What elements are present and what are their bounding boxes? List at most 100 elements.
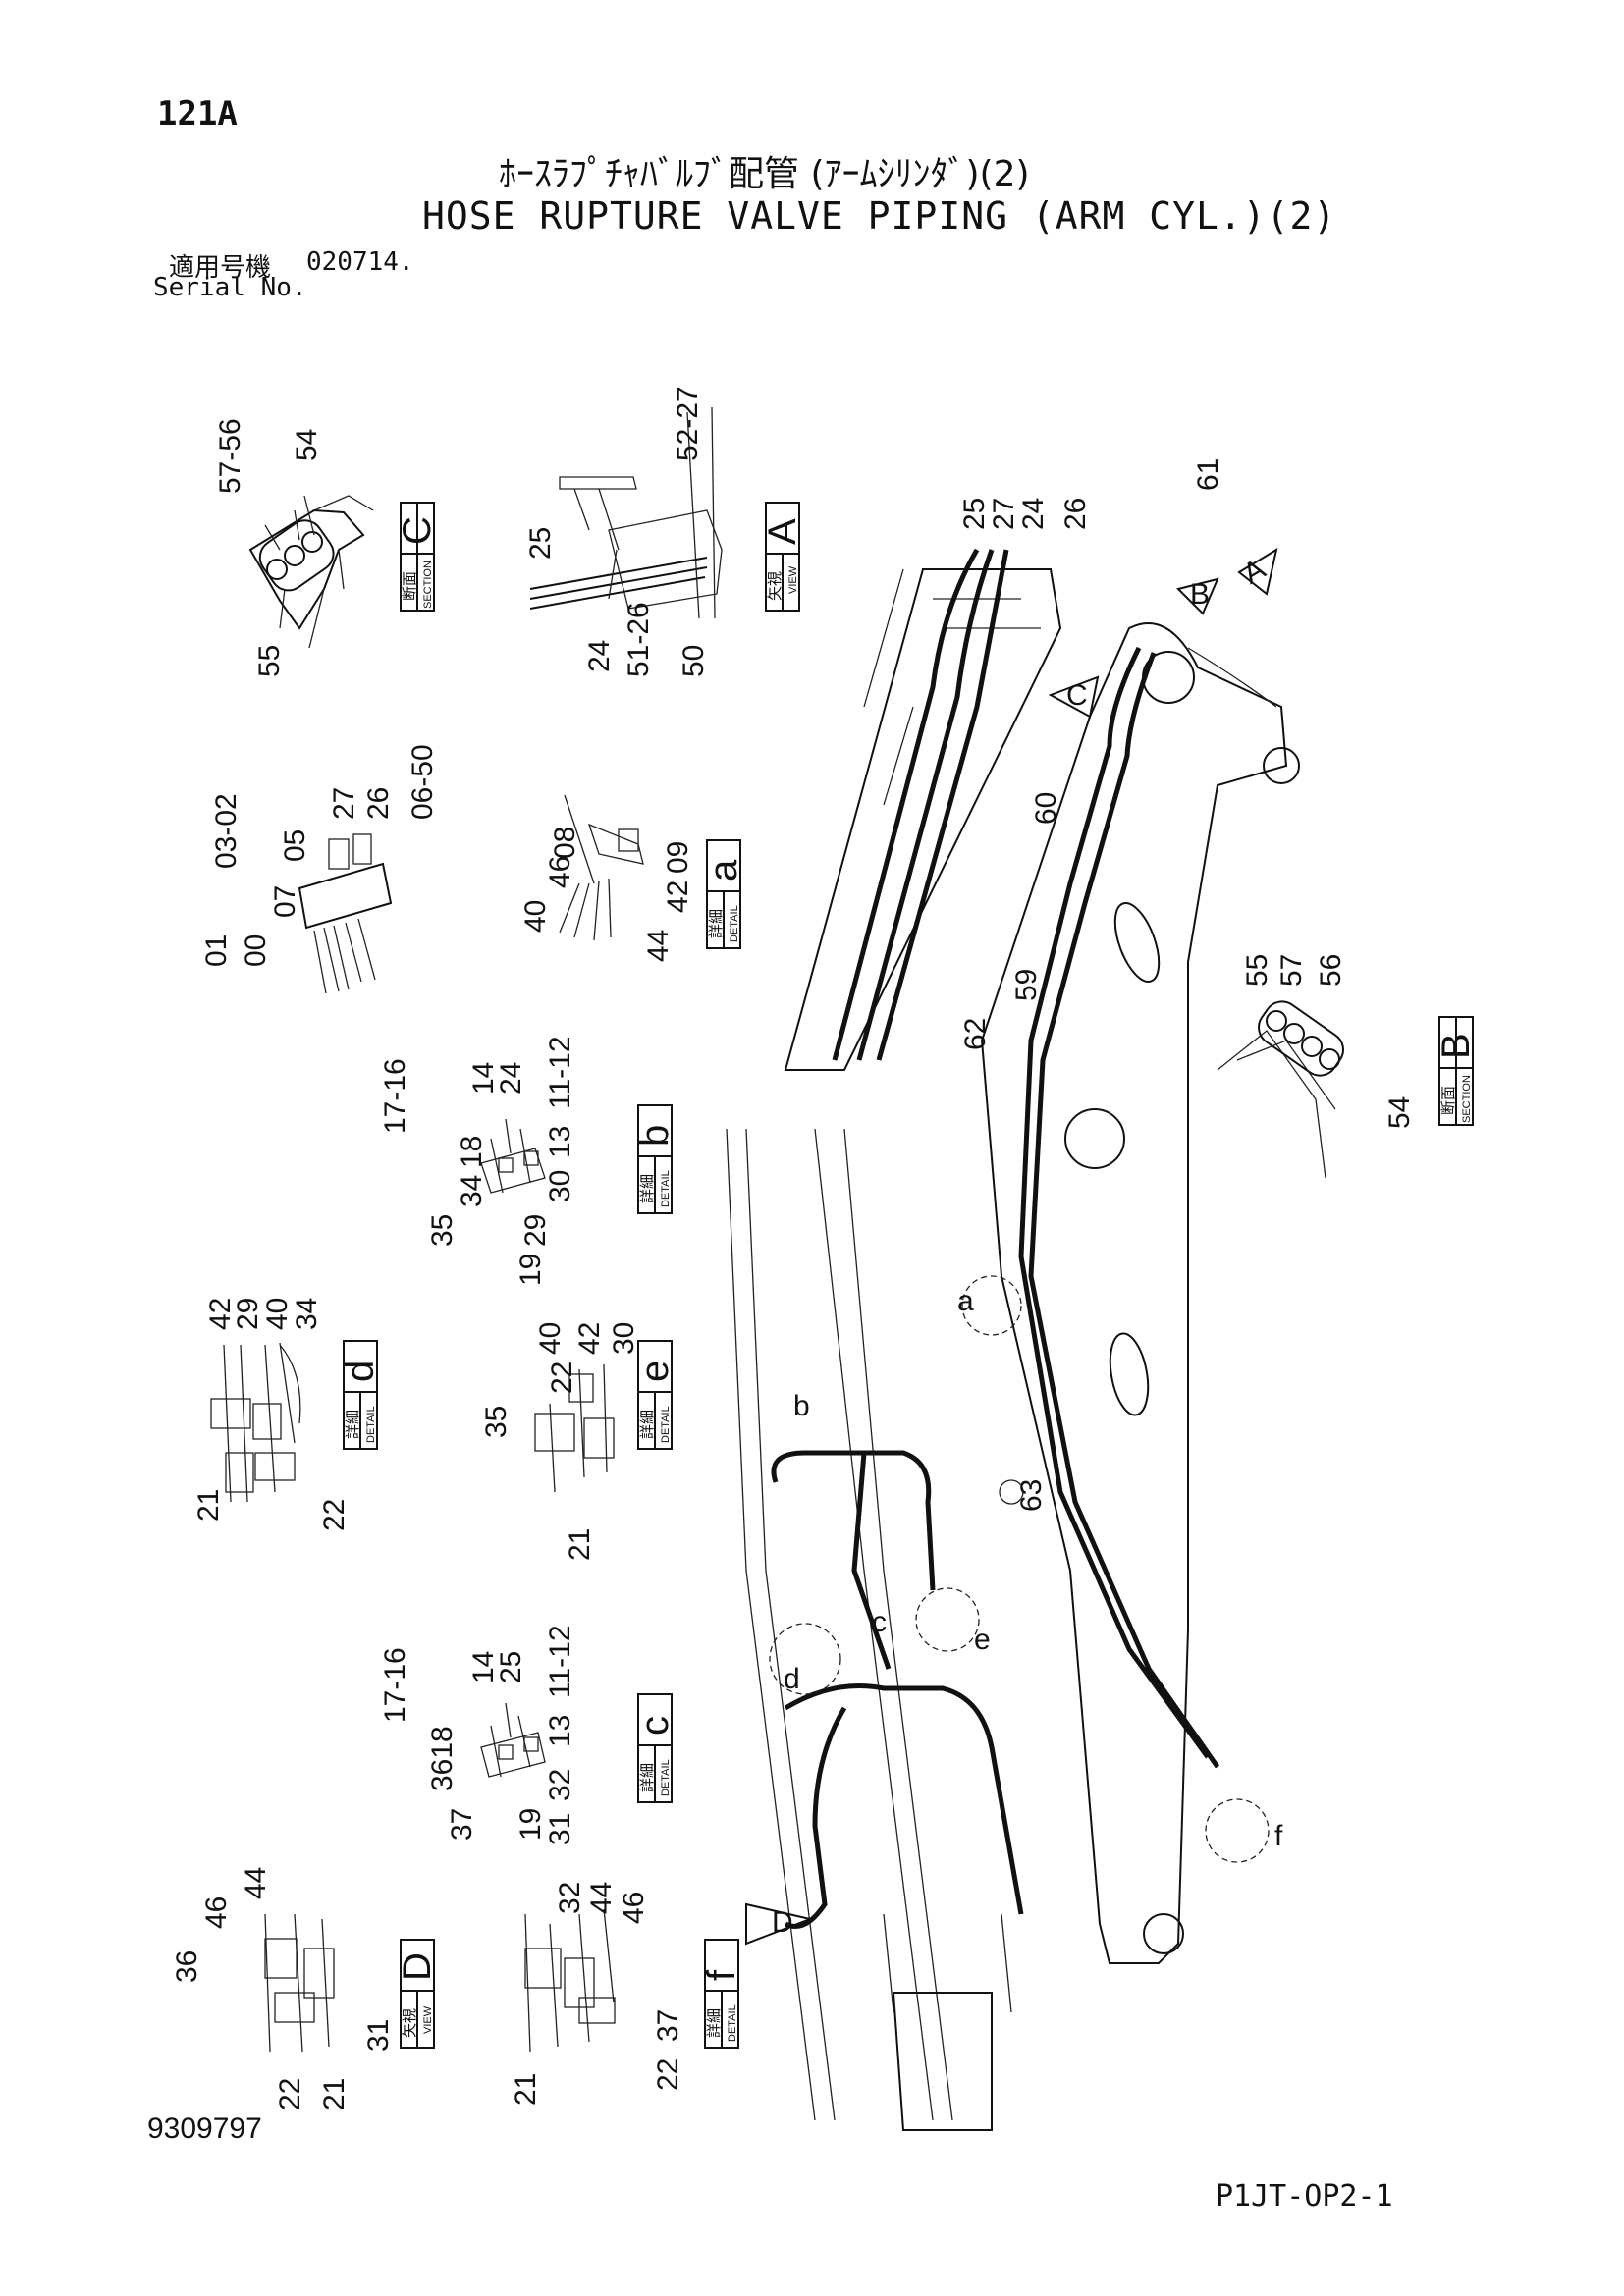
view-arrow-d: D xyxy=(745,1902,814,1946)
tag-detail-a: a 詳細 DETAIL xyxy=(702,839,745,949)
detail-label-c: c xyxy=(872,1606,887,1638)
part-number: 22 xyxy=(546,1362,578,1394)
view-d-drawing: 44 46 36 31 22 21 xyxy=(171,1867,395,2110)
tag-en: VIEW xyxy=(787,565,799,594)
part-number: 36 xyxy=(171,1950,203,1983)
part-number: 22 xyxy=(274,2078,306,2110)
part-number: 26 xyxy=(362,787,395,820)
detail-c-drawing: 17-16 14 25 11-12 3618 13 32 31 19 37 xyxy=(379,1625,576,1845)
part-number: 35 xyxy=(426,1214,459,1247)
view-arrow-c: C xyxy=(1048,675,1100,719)
tag-en: DETAIL xyxy=(660,1759,672,1796)
part-number: 37 xyxy=(652,2009,684,2042)
part-number: 44 xyxy=(585,1882,618,1914)
tag-en: SECTION xyxy=(422,561,434,609)
tag-en: DETAIL xyxy=(729,905,740,942)
part-number: 37 xyxy=(446,1808,478,1841)
tag-letter: e xyxy=(633,1361,677,1382)
part-number: 51-26 xyxy=(623,602,655,677)
detail-label-e: e xyxy=(974,1624,991,1656)
tag-jp: 詳細 xyxy=(638,1763,656,1792)
part-number: 14 xyxy=(467,1062,500,1095)
document-number: 9309797 xyxy=(147,2112,262,2145)
part-number: 57-56 xyxy=(214,418,246,494)
part-number: 3618 xyxy=(426,1726,459,1791)
tag-letter: d xyxy=(339,1361,382,1382)
part-number: 01 xyxy=(200,934,233,967)
tag-view-d: D 矢視 VIEW xyxy=(396,1939,439,2049)
part-number: 46 xyxy=(200,1896,233,1929)
part-number: 13 xyxy=(544,1715,576,1747)
tag-jp: 詳細 xyxy=(705,2008,723,2038)
title-japanese: ﾎｰｽﾗﾌﾟﾁｬﾊﾞﾙﾌﾞ配管 (ｱｰﾑｼﾘﾝﾀﾞ)(2) xyxy=(499,154,1030,194)
main-arm-body xyxy=(980,622,1300,1964)
section-c-drawing: 57-56 54 55 xyxy=(214,418,374,677)
detail-valve-drawing: 01 00 07 03-02 05 27 26 06-50 xyxy=(200,744,439,994)
part-number: 19 xyxy=(514,1254,547,1286)
part-number: 32 xyxy=(544,1769,576,1801)
tag-detail-c: c 詳細 DETAIL xyxy=(633,1693,677,1803)
tag-jp: 断面 xyxy=(1439,1086,1457,1115)
part-number: 21 xyxy=(510,2073,542,2106)
part-number: 03-02 xyxy=(210,793,243,869)
part-number: 27 xyxy=(988,498,1020,530)
detail-a-drawing: 40 46 08 44 42 09 xyxy=(519,794,694,962)
detail-f-drawing: 32 44 46 37 22 21 xyxy=(510,1882,684,2106)
part-number: 62 xyxy=(959,1018,992,1050)
tag-section-b: B 断面 SECTION xyxy=(1435,1016,1478,1126)
part-number: 11-12 xyxy=(544,1036,576,1109)
part-number: 60 xyxy=(1030,792,1062,825)
tag-en: SECTION xyxy=(1461,1075,1473,1123)
tag-detail-b: b 詳細 DETAIL xyxy=(633,1104,677,1214)
tag-en: DETAIL xyxy=(660,1170,672,1207)
part-number: 25 xyxy=(524,527,557,560)
part-number: 40 xyxy=(534,1322,567,1355)
part-number: 34 xyxy=(456,1175,488,1207)
tag-section-c: C 断面 SECTION xyxy=(396,502,439,612)
serial-value: 020714. xyxy=(306,247,414,277)
view-arrow-a: A xyxy=(1237,547,1278,596)
part-number: 44 xyxy=(240,1867,272,1899)
serial-label-japanese: 適用号機 xyxy=(169,253,272,283)
detail-e-drawing: 40 42 30 22 35 21 xyxy=(480,1322,640,1561)
section-b-drawing: 55 57 56 54 xyxy=(1217,954,1416,1179)
detail-b-drawing: 17-16 14 24 11-12 35 34 18 30 13 29 19 xyxy=(379,1036,576,1286)
part-number: 19 xyxy=(514,1808,547,1841)
part-number: 18 xyxy=(456,1136,488,1168)
tag-jp: 矢視 xyxy=(401,2008,418,2038)
part-number: 27 xyxy=(328,787,360,820)
circle-labels: a b c d e f xyxy=(784,1285,1283,1852)
serial-label-english: Serial No. xyxy=(153,273,307,302)
part-number: 52-27 xyxy=(672,386,704,461)
tag-letter: c xyxy=(633,1716,677,1735)
detail-label-d: d xyxy=(784,1663,800,1695)
tag-en: DETAIL xyxy=(727,2004,738,2042)
tag-letter: D xyxy=(396,1952,439,1981)
tag-jp: 詳細 xyxy=(638,1174,656,1203)
part-number: C xyxy=(1066,679,1088,712)
tag-en: DETAIL xyxy=(365,1406,377,1443)
part-number: 13 xyxy=(544,1126,576,1158)
tag-detail-f: f 詳細 DETAIL xyxy=(700,1939,743,2049)
main-arm-upper xyxy=(784,548,1062,1071)
detail-label-f: f xyxy=(1274,1820,1283,1852)
part-number: 22 xyxy=(652,2058,684,2091)
part-number: 24 xyxy=(1017,498,1050,530)
part-number: 50 xyxy=(677,645,710,677)
view-arrow-b: B xyxy=(1176,577,1219,615)
tag-en: DETAIL xyxy=(660,1406,672,1443)
part-number: 31 xyxy=(362,2019,395,2052)
part-number: 59 xyxy=(1010,969,1043,1001)
main-cylinders-lower xyxy=(726,1128,1270,2131)
detail-label-b: b xyxy=(793,1390,810,1422)
part-number: 46 xyxy=(618,1892,650,1924)
part-number: 46 xyxy=(544,856,576,888)
part-number: 30 xyxy=(608,1322,640,1355)
detail-d-drawing: 42 29 40 34 21 22 xyxy=(192,1298,351,1531)
part-number: 32 xyxy=(554,1882,586,1914)
part-number: 17-16 xyxy=(379,1058,411,1134)
part-number: 42 xyxy=(662,881,694,913)
part-number: 31 xyxy=(544,1813,576,1845)
part-number: 24 xyxy=(495,1062,527,1095)
